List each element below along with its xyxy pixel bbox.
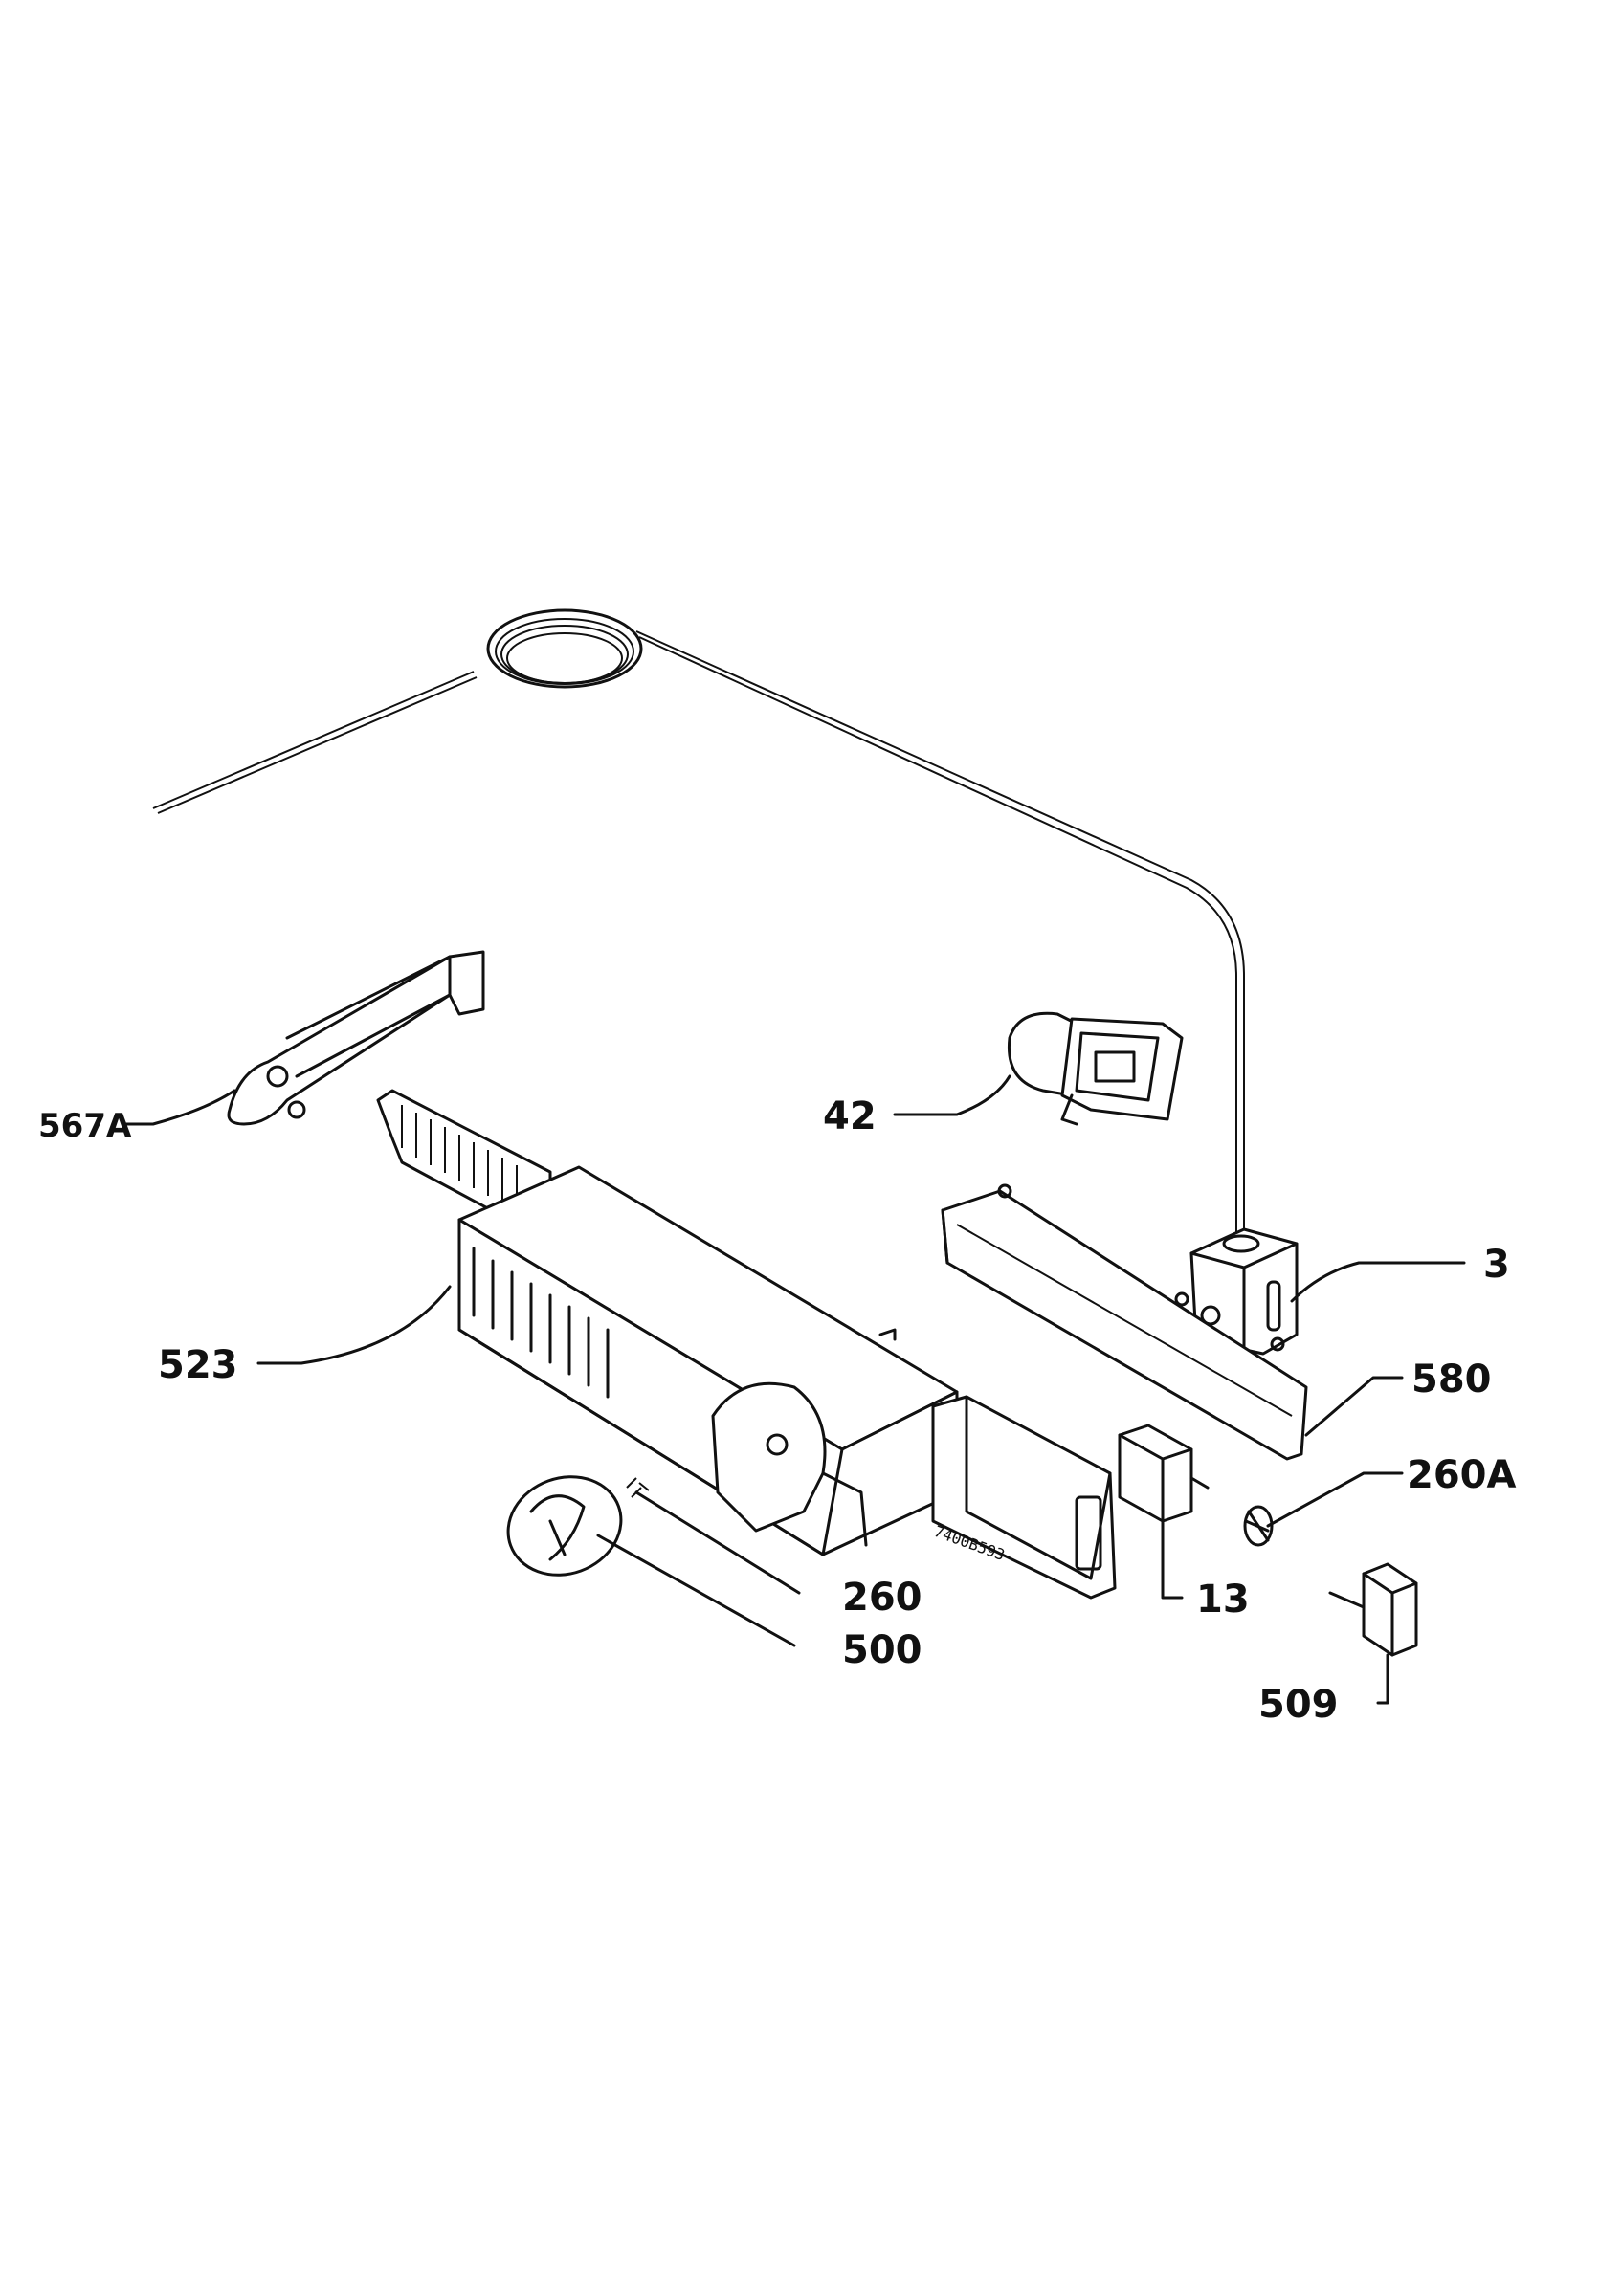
knob-part-500 — [506, 1475, 623, 1577]
label-42: 42 — [823, 1094, 877, 1138]
label-13: 13 — [1196, 1578, 1250, 1622]
cover-plate-part-580 — [941, 1183, 1308, 1461]
label-260A: 260A — [1407, 1453, 1516, 1497]
label-3: 3 — [1483, 1243, 1510, 1287]
bracket-part-567A — [227, 950, 485, 1126]
label-567A: 567A — [38, 1107, 132, 1145]
capillary-tube — [152, 608, 1245, 1244]
label-509: 509 — [1258, 1683, 1339, 1727]
lamp-holder-part-42 — [1007, 1011, 1184, 1126]
label-500: 500 — [842, 1628, 922, 1672]
label-260: 260 — [842, 1576, 922, 1620]
leader-lines — [122, 1074, 1466, 1705]
switch-part-13 — [1118, 1424, 1210, 1523]
piece-part-509 — [1328, 1562, 1418, 1657]
housing-part-523 — [376, 1089, 959, 1556]
label-523: 523 — [158, 1343, 238, 1387]
lamp-cover: 7400B593 — [931, 1395, 1117, 1600]
spring-part-260A — [1243, 1505, 1274, 1547]
label-580: 580 — [1411, 1358, 1492, 1402]
